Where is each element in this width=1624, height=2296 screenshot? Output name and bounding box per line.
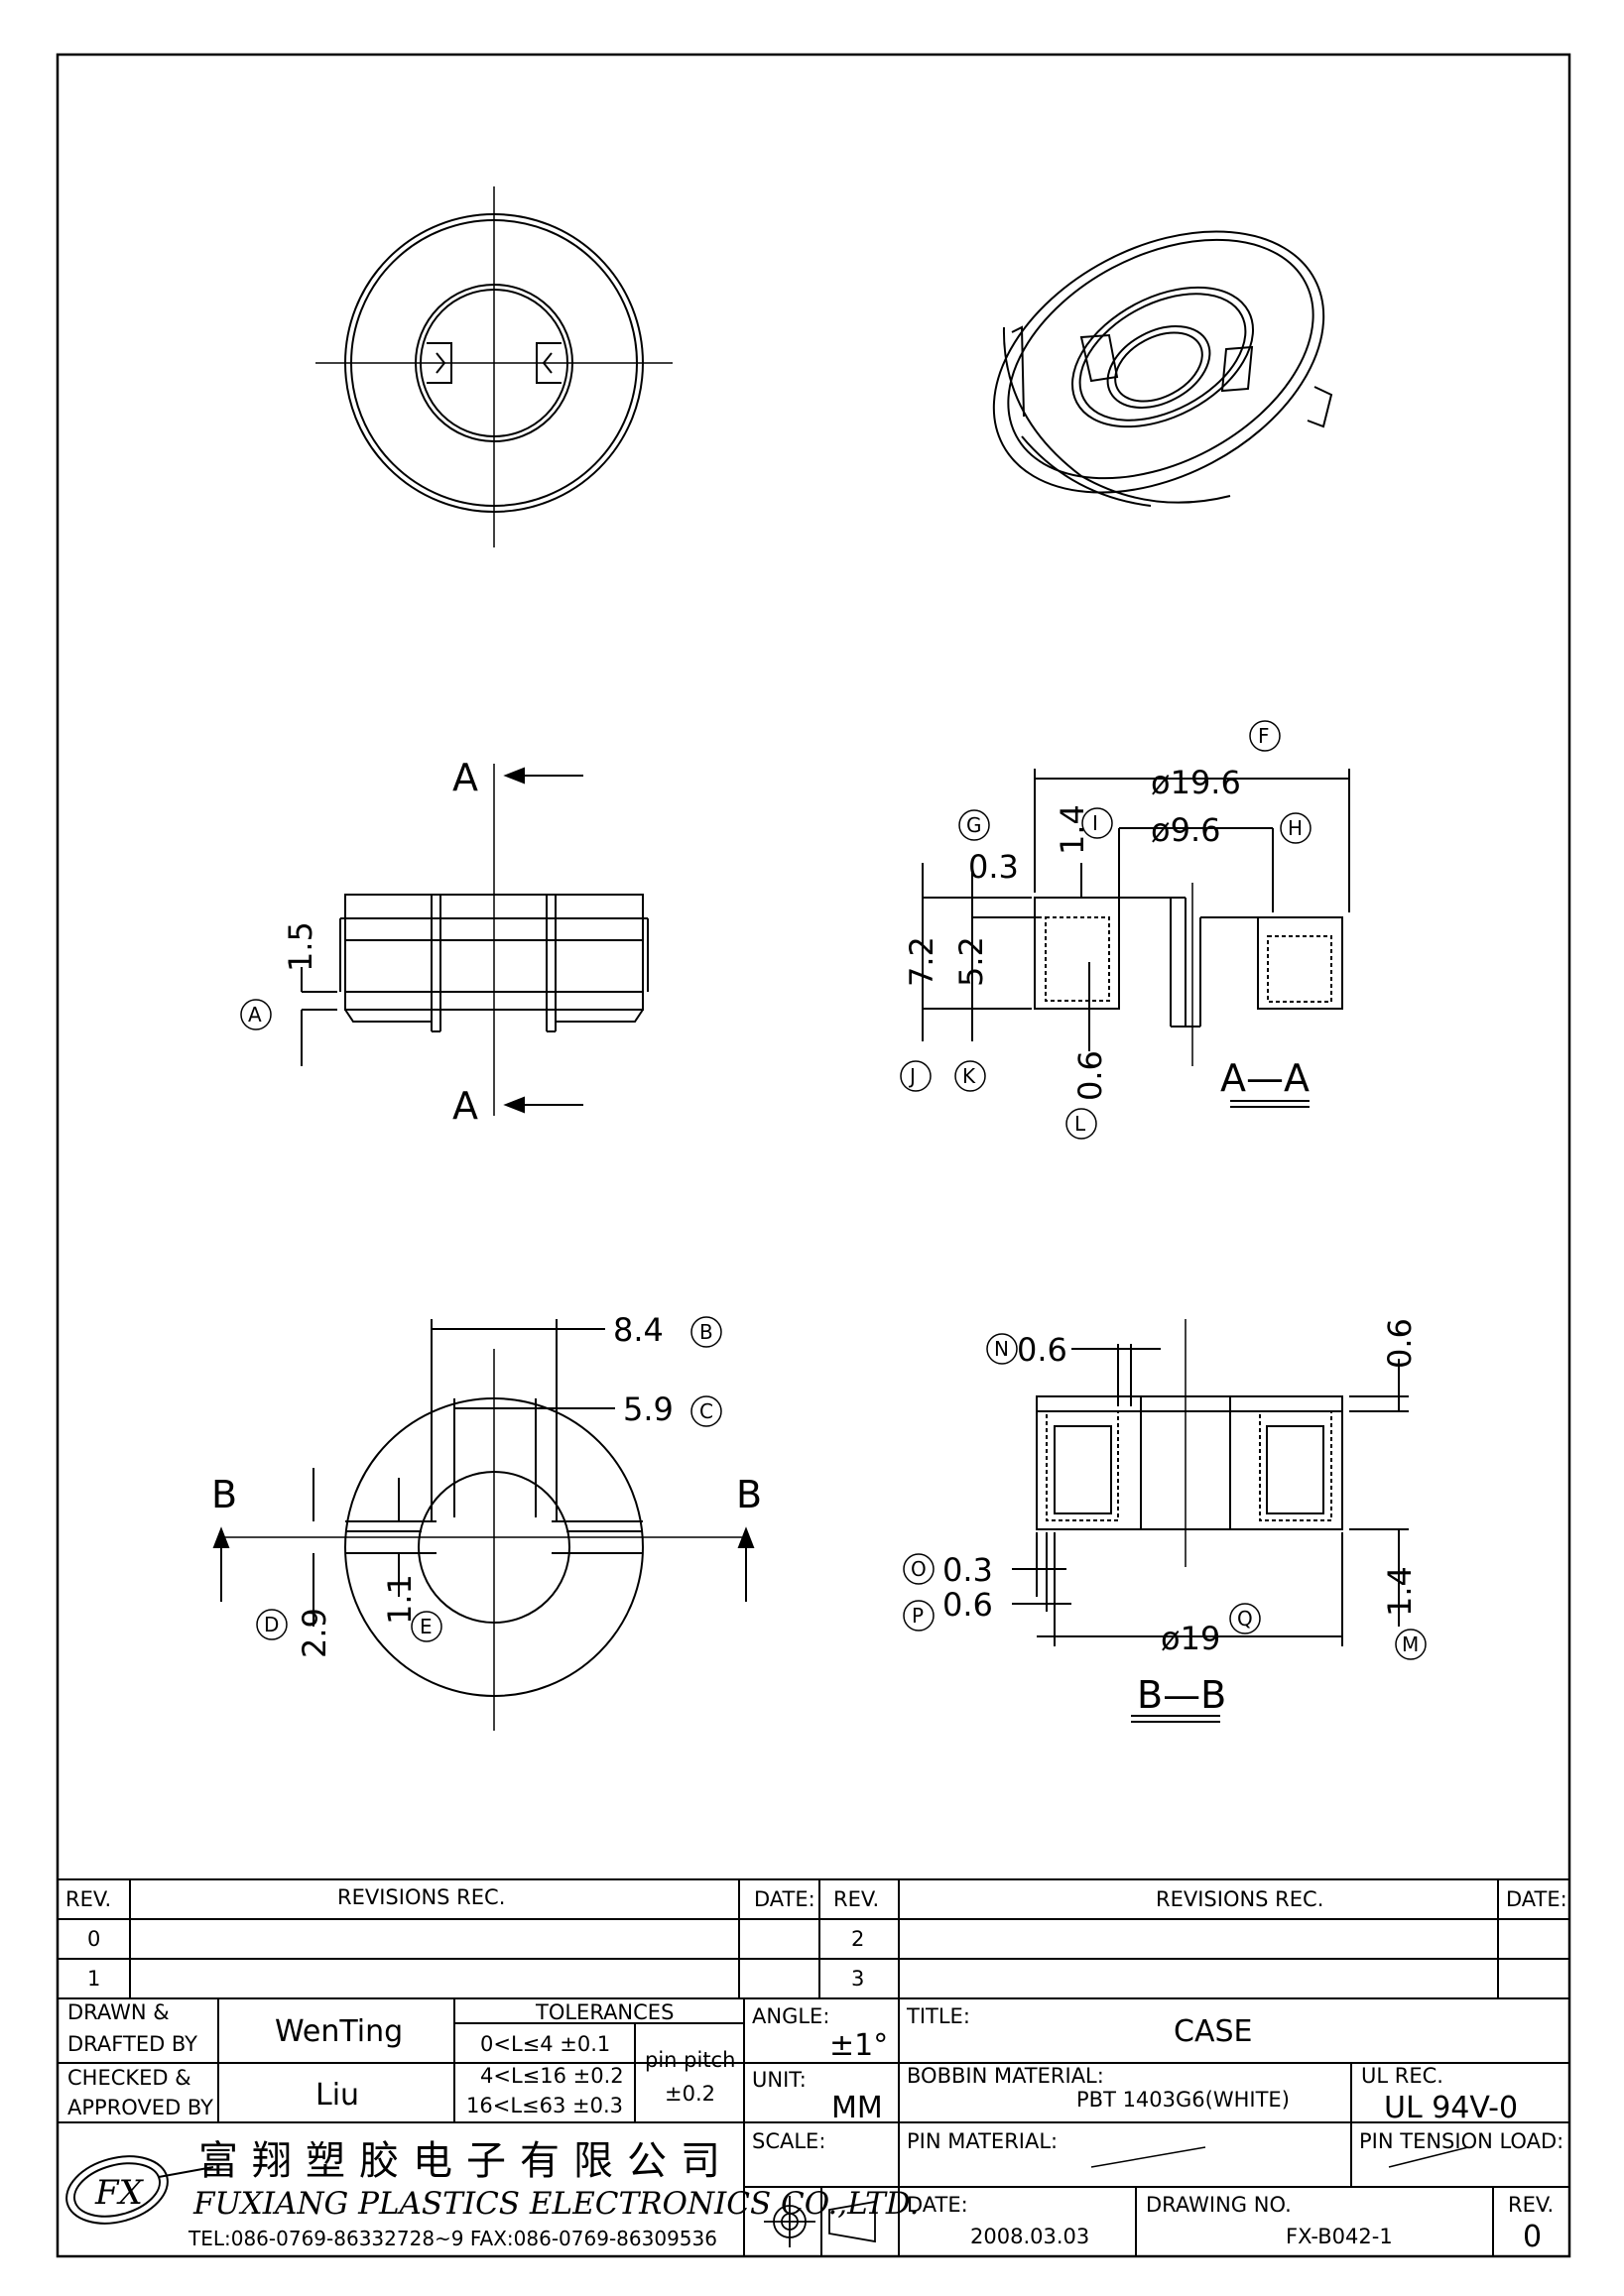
checked-label-2: APPROVED BY: [67, 2096, 213, 2119]
dim-p: 0.6: [942, 1586, 993, 1624]
tolerance-3: 16<L≤63 ±0.3: [466, 2094, 623, 2117]
rev-header-right: REV.: [833, 1887, 879, 1911]
section-b-marker-right: B: [736, 1473, 762, 1516]
drawing-no-value: FX-B042-1: [1286, 2225, 1393, 2248]
drawing-no-label: DRAWING NO.: [1146, 2193, 1292, 2217]
section-a-marker-top: A: [452, 756, 478, 799]
section-b-marker-left: B: [211, 1473, 237, 1516]
rev-row-0: 0: [87, 1927, 100, 1951]
pin-material-label: PIN MATERIAL:: [907, 2129, 1058, 2153]
checked-by: Liu: [315, 2078, 359, 2113]
callout-j: J: [908, 1064, 916, 1088]
ul-rec-value: UL 94V-0: [1384, 2091, 1518, 2125]
callout-c: C: [699, 1399, 713, 1423]
dim-0-6: 0.6: [1071, 1050, 1109, 1101]
dim-o: 0.3: [942, 1551, 993, 1589]
angle-value: ±1°: [829, 2028, 888, 2063]
date-label: DATE:: [907, 2193, 968, 2217]
dim-5-9: 5.9: [623, 1390, 674, 1428]
callout-g: G: [966, 813, 982, 837]
bobbin-material-value: PBT 1403G6(WHITE): [1076, 2088, 1290, 2112]
callout-o: O: [911, 1557, 927, 1581]
dim-7-2: 7.2: [903, 936, 940, 987]
angle-label: ANGLE:: [752, 2004, 829, 2028]
unit-label: UNIT:: [752, 2068, 807, 2092]
revisions-header-right: REVISIONS REC.: [1156, 1887, 1323, 1911]
dim-2-9: 2.9: [296, 1608, 333, 1658]
top-view: [315, 186, 673, 547]
date-header-right: DATE:: [1506, 1887, 1567, 1911]
rev-label: REV.: [1508, 2193, 1554, 2217]
dim-0-3: 0.3: [968, 848, 1019, 886]
date-header-left: DATE:: [754, 1887, 815, 1911]
bottom-view: [212, 1319, 755, 1731]
callout-n: N: [994, 1337, 1009, 1361]
section-a-marker-bottom: A: [452, 1084, 478, 1128]
dim-m: 1.4: [1381, 1566, 1419, 1617]
projection-symbol: [764, 2196, 876, 2247]
rev-row-1: 1: [87, 1967, 100, 1991]
title-block-grid: [58, 1878, 1569, 2256]
drawn-label-2: DRAFTED BY: [67, 2032, 197, 2056]
dim-outer-dia: ø19.6: [1151, 764, 1241, 801]
rev-row-2: 2: [851, 1927, 864, 1951]
dim-5-2: 5.2: [952, 936, 990, 987]
callout-l: L: [1074, 1112, 1086, 1136]
company-logo: [65, 2155, 214, 2225]
callout-i: I: [1092, 811, 1098, 835]
title-label: TITLE:: [906, 2004, 970, 2028]
dim-height-a: 1.5: [282, 921, 319, 972]
callout-b: B: [699, 1320, 713, 1344]
drawn-by: WenTing: [275, 2014, 403, 2049]
side-view: [301, 764, 649, 1116]
pin-pitch-value: ±0.2: [665, 2082, 715, 2106]
section-bb-view: [1012, 1319, 1409, 1723]
dim-1-1: 1.1: [381, 1574, 419, 1625]
dim-n: 0.6: [1017, 1331, 1067, 1369]
callout-e: E: [420, 1615, 433, 1638]
company-contact: TEL:086-0769-86332728~9 FAX:086-0769-863…: [187, 2227, 717, 2250]
title-value: CASE: [1174, 2014, 1252, 2049]
checked-label-1: CHECKED &: [67, 2066, 191, 2090]
company-name-en: FUXIANG PLASTICS ELECTRONICS CO.,LTD.: [192, 2186, 919, 2222]
isometric-view: [992, 230, 1333, 507]
drawn-label-1: DRAWN &: [67, 2000, 170, 2024]
tolerance-1: 0<L≤4 ±0.1: [480, 2032, 610, 2056]
callout-a: A: [248, 1003, 262, 1027]
date-value: 2008.03.03: [970, 2225, 1089, 2248]
section-aa-view: [922, 769, 1350, 1108]
callout-h: H: [1288, 816, 1303, 840]
rev-row-3: 3: [851, 1967, 864, 1991]
callout-p: P: [912, 1604, 924, 1628]
dim-inner-dia: ø9.6: [1151, 811, 1220, 849]
dim-1-4: 1.4: [1054, 804, 1091, 855]
pin-pitch-label: pin pitch: [645, 2048, 735, 2072]
scale-label: SCALE:: [752, 2129, 825, 2153]
revisions-header-left: REVISIONS REC.: [337, 1885, 505, 1909]
callout-k: K: [962, 1064, 976, 1088]
callout-q: Q: [1237, 1607, 1253, 1631]
callout-f: F: [1258, 724, 1270, 748]
company-name-cn: 富翔塑胶电子有限公司: [198, 2138, 734, 2184]
logo-text: FX: [94, 2173, 145, 2213]
ul-rec-label: UL REC.: [1361, 2064, 1443, 2088]
callout-d: D: [264, 1613, 279, 1636]
sheet-border: [56, 53, 1571, 2258]
rev-value: 0: [1523, 2220, 1542, 2254]
dim-dia-19: ø19: [1161, 1620, 1220, 1657]
section-bb-title: B—B: [1137, 1673, 1226, 1717]
dim-8-4: 8.4: [613, 1311, 664, 1349]
tolerances-header: TOLERANCES: [535, 2000, 674, 2024]
callout-m: M: [1402, 1632, 1419, 1656]
bobbin-material-label: BOBBIN MATERIAL:: [907, 2064, 1104, 2088]
rev-header-left: REV.: [65, 1887, 111, 1911]
dim-top-0-6: 0.6: [1381, 1318, 1419, 1369]
section-aa-title: A—A: [1220, 1056, 1310, 1100]
pin-tension-label: PIN TENSION LOAD:: [1359, 2129, 1563, 2153]
tolerance-2: 4<L≤16 ±0.2: [480, 2064, 624, 2088]
unit-value: MM: [831, 2091, 883, 2125]
